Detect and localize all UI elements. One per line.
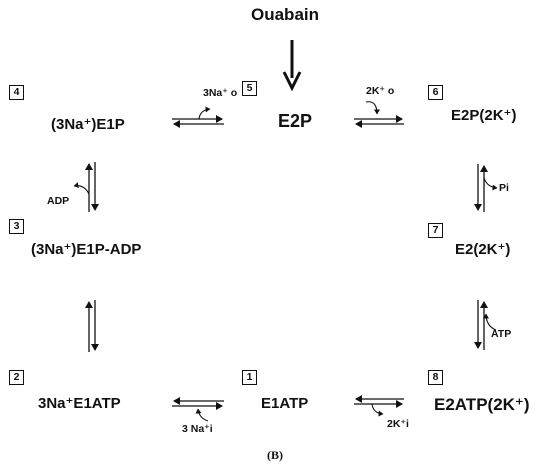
ouabain-label: Ouabain (251, 5, 320, 24)
equilibrium-arrow-2-3 (85, 300, 99, 352)
state-label-3: (3Na⁺)E1P-ADP (31, 241, 142, 258)
transition-label-4-3: ADP (47, 195, 70, 207)
state-label-6: E2P(2K⁺) (451, 107, 517, 124)
state-number-6: 6 (428, 85, 443, 100)
transition-label-6-7: Pi (499, 182, 509, 194)
transition-label-5-6: 2K⁺ o (366, 85, 395, 97)
equilibrium-arrow-4-5 (172, 106, 224, 128)
state-number-4: 4 (9, 85, 24, 100)
equilibrium-arrow-7-8 (474, 300, 497, 350)
state-number-1: 1 (242, 370, 257, 385)
transition-label-4-5: 3Na⁺ o (203, 87, 238, 99)
state-label-2: 3Na⁺E1ATP (38, 395, 121, 412)
equilibrium-arrow-3-4 (73, 162, 99, 212)
equilibrium-arrow-1-2 (172, 397, 224, 422)
equilibrium-arrow-6-7 (474, 164, 498, 212)
ouabain-arrow (282, 40, 302, 92)
state-number-7: 7 (428, 223, 443, 238)
transition-label-1-2: 3 Na⁺i (182, 423, 213, 435)
transition-label-8-1: 2K⁺i (387, 418, 409, 430)
state-number-2: 2 (9, 370, 24, 385)
state-label-4: (3Na⁺)E1P (51, 116, 125, 133)
state-number-8: 8 (428, 370, 443, 385)
state-number-5: 5 (242, 81, 257, 96)
equilibrium-arrow-8-1 (354, 395, 404, 417)
transition-label-7-8: ATP (491, 328, 512, 340)
state-label-7: E2(2K⁺) (455, 241, 511, 258)
figure-caption: (B) (267, 448, 283, 462)
state-number-3: 3 (9, 219, 24, 234)
state-label-5: E2P (278, 111, 313, 131)
state-label-8: E2ATP(2K⁺) (434, 395, 530, 414)
state-label-1: E1ATP (261, 395, 309, 412)
equilibrium-arrow-5-6 (354, 101, 404, 128)
